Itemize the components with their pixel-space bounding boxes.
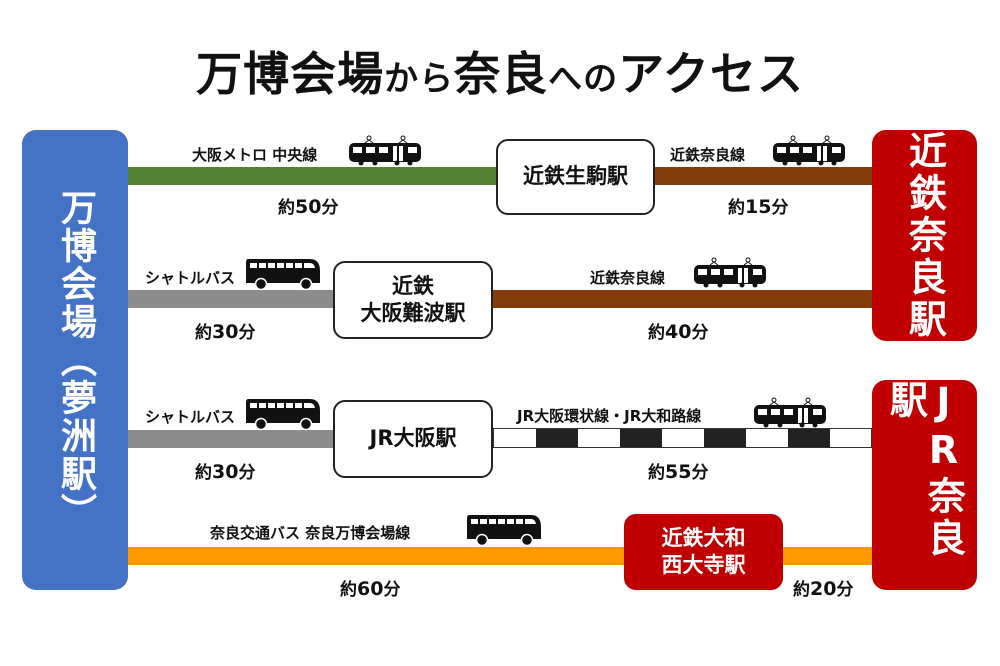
route2-seg1-line-name: シャトルバス	[145, 269, 236, 287]
time-prefix: 約	[793, 580, 810, 600]
time-suffix: 分	[836, 580, 854, 600]
route2-seg2-time: 約40分	[648, 318, 708, 343]
route2-shuttle-bus-line	[128, 290, 336, 308]
time-suffix: 分	[321, 198, 339, 218]
title-part: アクセス	[618, 47, 804, 101]
time-value: 30	[212, 461, 239, 483]
time-value: 50	[295, 196, 322, 218]
destination-jr-nara: JR奈良駅	[872, 380, 977, 590]
route2-kintetsu-line	[493, 290, 872, 308]
time-suffix: 分	[238, 323, 256, 343]
route3-shuttle-bus-line	[128, 430, 336, 448]
route3-seg1-time: 約30分	[195, 458, 255, 483]
bus-icon	[465, 513, 543, 547]
page-title: 万博会場から奈良へのアクセス	[0, 38, 1000, 104]
route1-seg1-line-name: 大阪メトロ 中央線	[192, 146, 318, 164]
time-value: 30	[212, 321, 239, 343]
time-suffix: 分	[691, 323, 709, 343]
route3-seg1-line-name: シャトルバス	[145, 408, 236, 426]
route2-seg2-line-name: 近鉄奈良線	[590, 269, 666, 287]
time-prefix: 約	[278, 198, 295, 218]
route4-seg1-line-name: 奈良交通バス 奈良万博会場線	[210, 524, 411, 542]
time-value: 55	[665, 461, 692, 483]
time-value: 15	[745, 196, 772, 218]
route1-kintetsu-line	[655, 167, 872, 185]
destination-label: 近鉄奈良駅	[902, 130, 947, 341]
station-label-line1: 近鉄	[392, 273, 434, 298]
train-icon	[752, 396, 828, 428]
route2-seg1-time: 約30分	[195, 318, 255, 343]
transfer-station-osaka-namba: 近鉄 大阪難波駅	[333, 261, 493, 339]
time-suffix: 分	[238, 463, 256, 483]
title-part: への	[548, 59, 619, 99]
train-icon	[692, 256, 768, 288]
origin-station-expo: 万博会場（夢洲駅）	[22, 130, 128, 590]
station-label-line1: 近鉄大和	[661, 525, 746, 550]
time-prefix: 約	[648, 323, 665, 343]
origin-label: 万博会場（夢洲駅）	[55, 189, 96, 531]
train-icon	[347, 134, 423, 166]
time-prefix: 約	[728, 198, 745, 218]
station-label: 近鉄生駒駅	[523, 164, 628, 189]
station-label-line2: 西大寺駅	[661, 553, 746, 577]
time-value: 60	[357, 578, 384, 600]
route1-metro-line	[128, 167, 500, 185]
time-suffix: 分	[691, 463, 709, 483]
station-label-line2: 大阪難波駅	[360, 301, 466, 325]
time-prefix: 約	[195, 323, 212, 343]
time-prefix: 約	[340, 580, 357, 600]
destination-label: JR奈良駅	[883, 380, 966, 560]
station-label: JR大阪駅	[369, 426, 457, 451]
route3-seg2-time: 約55分	[648, 458, 708, 483]
time-value: 40	[665, 321, 692, 343]
time-prefix: 約	[195, 463, 212, 483]
time-prefix: 約	[648, 463, 665, 483]
title-part: から	[384, 59, 455, 99]
route3-seg2-line-name: JR大阪環状線・JR大和路線	[517, 407, 702, 425]
bus-icon	[244, 397, 322, 431]
route4-seg2-time: 約20分	[793, 575, 853, 600]
transfer-station-jr-osaka: JR大阪駅	[333, 400, 493, 478]
time-value: 20	[810, 578, 837, 600]
route3-jr-line	[493, 428, 872, 448]
route4-seg1-time: 約60分	[340, 575, 400, 600]
train-icon	[771, 134, 847, 166]
title-part: 万博会場	[196, 47, 385, 101]
route1-seg2-line-name: 近鉄奈良線	[670, 146, 746, 164]
route1-seg1-time: 約50分	[278, 193, 338, 218]
title-part: 奈良	[454, 47, 549, 101]
destination-kintetsu-nara: 近鉄奈良駅	[872, 130, 977, 341]
time-suffix: 分	[771, 198, 789, 218]
bus-icon	[244, 257, 322, 291]
transfer-station-ikoma: 近鉄生駒駅	[496, 139, 655, 215]
time-suffix: 分	[383, 580, 401, 600]
transfer-station-yamato-saidaiji: 近鉄大和 西大寺駅	[624, 514, 783, 590]
route1-seg2-time: 約15分	[728, 193, 788, 218]
